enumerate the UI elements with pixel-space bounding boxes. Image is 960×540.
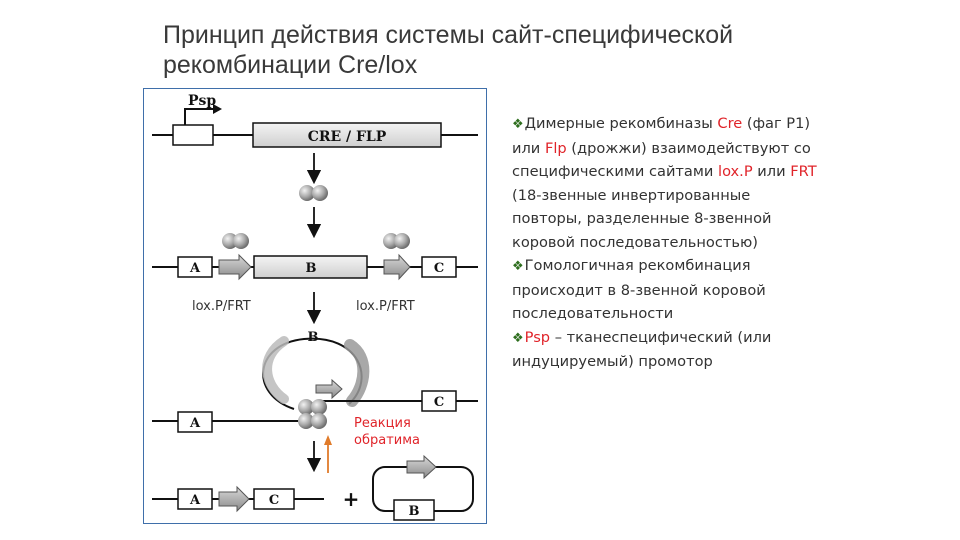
diagram-canvas: Psp CRE / FLP A B C B: [152, 93, 478, 521]
recombinase-tetramer-icon: [298, 399, 327, 429]
reversible-note-line2: обратима: [354, 433, 420, 448]
segment-c-box: [421, 256, 457, 278]
highlighted-term: FRT: [790, 163, 817, 180]
cre-gene-box: [252, 122, 442, 148]
loop-b-label: B: [308, 330, 319, 345]
recombination-diagram: Psp CRE / FLP A B C B: [143, 88, 487, 524]
site-label-right: lox.P/FRT: [356, 299, 415, 314]
segment-b-box-circle: [393, 499, 435, 521]
bullet-item: ❖Димерные рекомбиназы Cre (фаг Р1) или F…: [512, 112, 822, 254]
segment-a-label-3: A: [189, 493, 201, 508]
bullet-marker-icon: ❖: [512, 259, 524, 274]
reverse-arrowhead-icon: [324, 435, 332, 445]
segment-b-box: [253, 255, 368, 279]
bullet-item: ❖Psp – тканеспецифический (или индуцируе…: [512, 326, 822, 374]
bullet-marker-icon: ❖: [512, 330, 524, 346]
bullet-text: – тканеспецифический (или индуцируемый) …: [512, 328, 772, 371]
bullet-text: (18-звенные инвертированные повторы, раз…: [512, 186, 772, 251]
loxp-site-right-icon: [383, 253, 411, 281]
bullet-list: ❖Димерные рекомбиназы Cre (фаг Р1) или F…: [512, 112, 822, 374]
promoter-box: [172, 124, 214, 146]
bullet-item: ❖Гомологичная рекомбинация происходит в …: [512, 254, 822, 326]
reversible-note-line1: Реакция: [354, 416, 411, 431]
promoter-arrow: [184, 104, 222, 127]
recombinase-dimer-right-icon: [383, 233, 410, 249]
recombinase-dimer-icon: [299, 185, 328, 201]
recombinase-dimer-left-icon: [222, 233, 249, 249]
bullet-text: (фаг Р1) или: [512, 115, 811, 157]
loop-arrow-left-icon: [262, 336, 289, 404]
loop-arrow-right-icon: [344, 339, 370, 407]
segment-c-label: C: [434, 261, 444, 276]
segment-a-box-2: [177, 411, 213, 433]
loxp-site-left-icon: [218, 253, 252, 281]
highlighted-term: lox.P: [718, 163, 753, 180]
bullet-marker-icon: ❖: [512, 117, 524, 132]
bullet-text: или: [752, 163, 791, 180]
plus-sign: +: [343, 487, 360, 511]
slide-title: Принцип действия системы сайт-специфичес…: [163, 21, 734, 79]
segment-a-box-3: [177, 488, 213, 510]
bullet-text: (дрожжи) взаимодействуют со специфически…: [512, 139, 811, 181]
segment-a-label-2: A: [189, 416, 201, 431]
segment-b-label-circle: B: [409, 504, 420, 519]
segment-c-box-2: [421, 390, 457, 412]
cre-gene-label: CRE / FLP: [308, 129, 387, 145]
segment-a-box: [177, 256, 213, 278]
segment-c-label-3: C: [269, 493, 279, 508]
bullet-text: Гомологичная рекомбинация происходит в 8…: [512, 257, 766, 322]
reversible-note: Реакция обратима: [354, 415, 420, 449]
highlighted-term: Psp: [524, 328, 551, 346]
promoter-label: Psp: [188, 93, 216, 109]
highlighted-term: Cre: [717, 115, 743, 132]
highlighted-term: Flp: [544, 139, 567, 157]
segment-a-label: A: [189, 261, 201, 276]
loxp-site-circle-icon: [406, 454, 437, 480]
segment-c-box-3: [253, 488, 295, 510]
bullet-text: Димерные рекомбиназы: [524, 115, 718, 132]
loxp-site-product-icon: [218, 485, 250, 513]
segment-b-label: B: [306, 261, 317, 276]
segment-c-label-2: C: [434, 395, 444, 410]
loxp-site-synapse-icon: [315, 378, 343, 400]
site-label-left: lox.P/FRT: [192, 299, 251, 314]
